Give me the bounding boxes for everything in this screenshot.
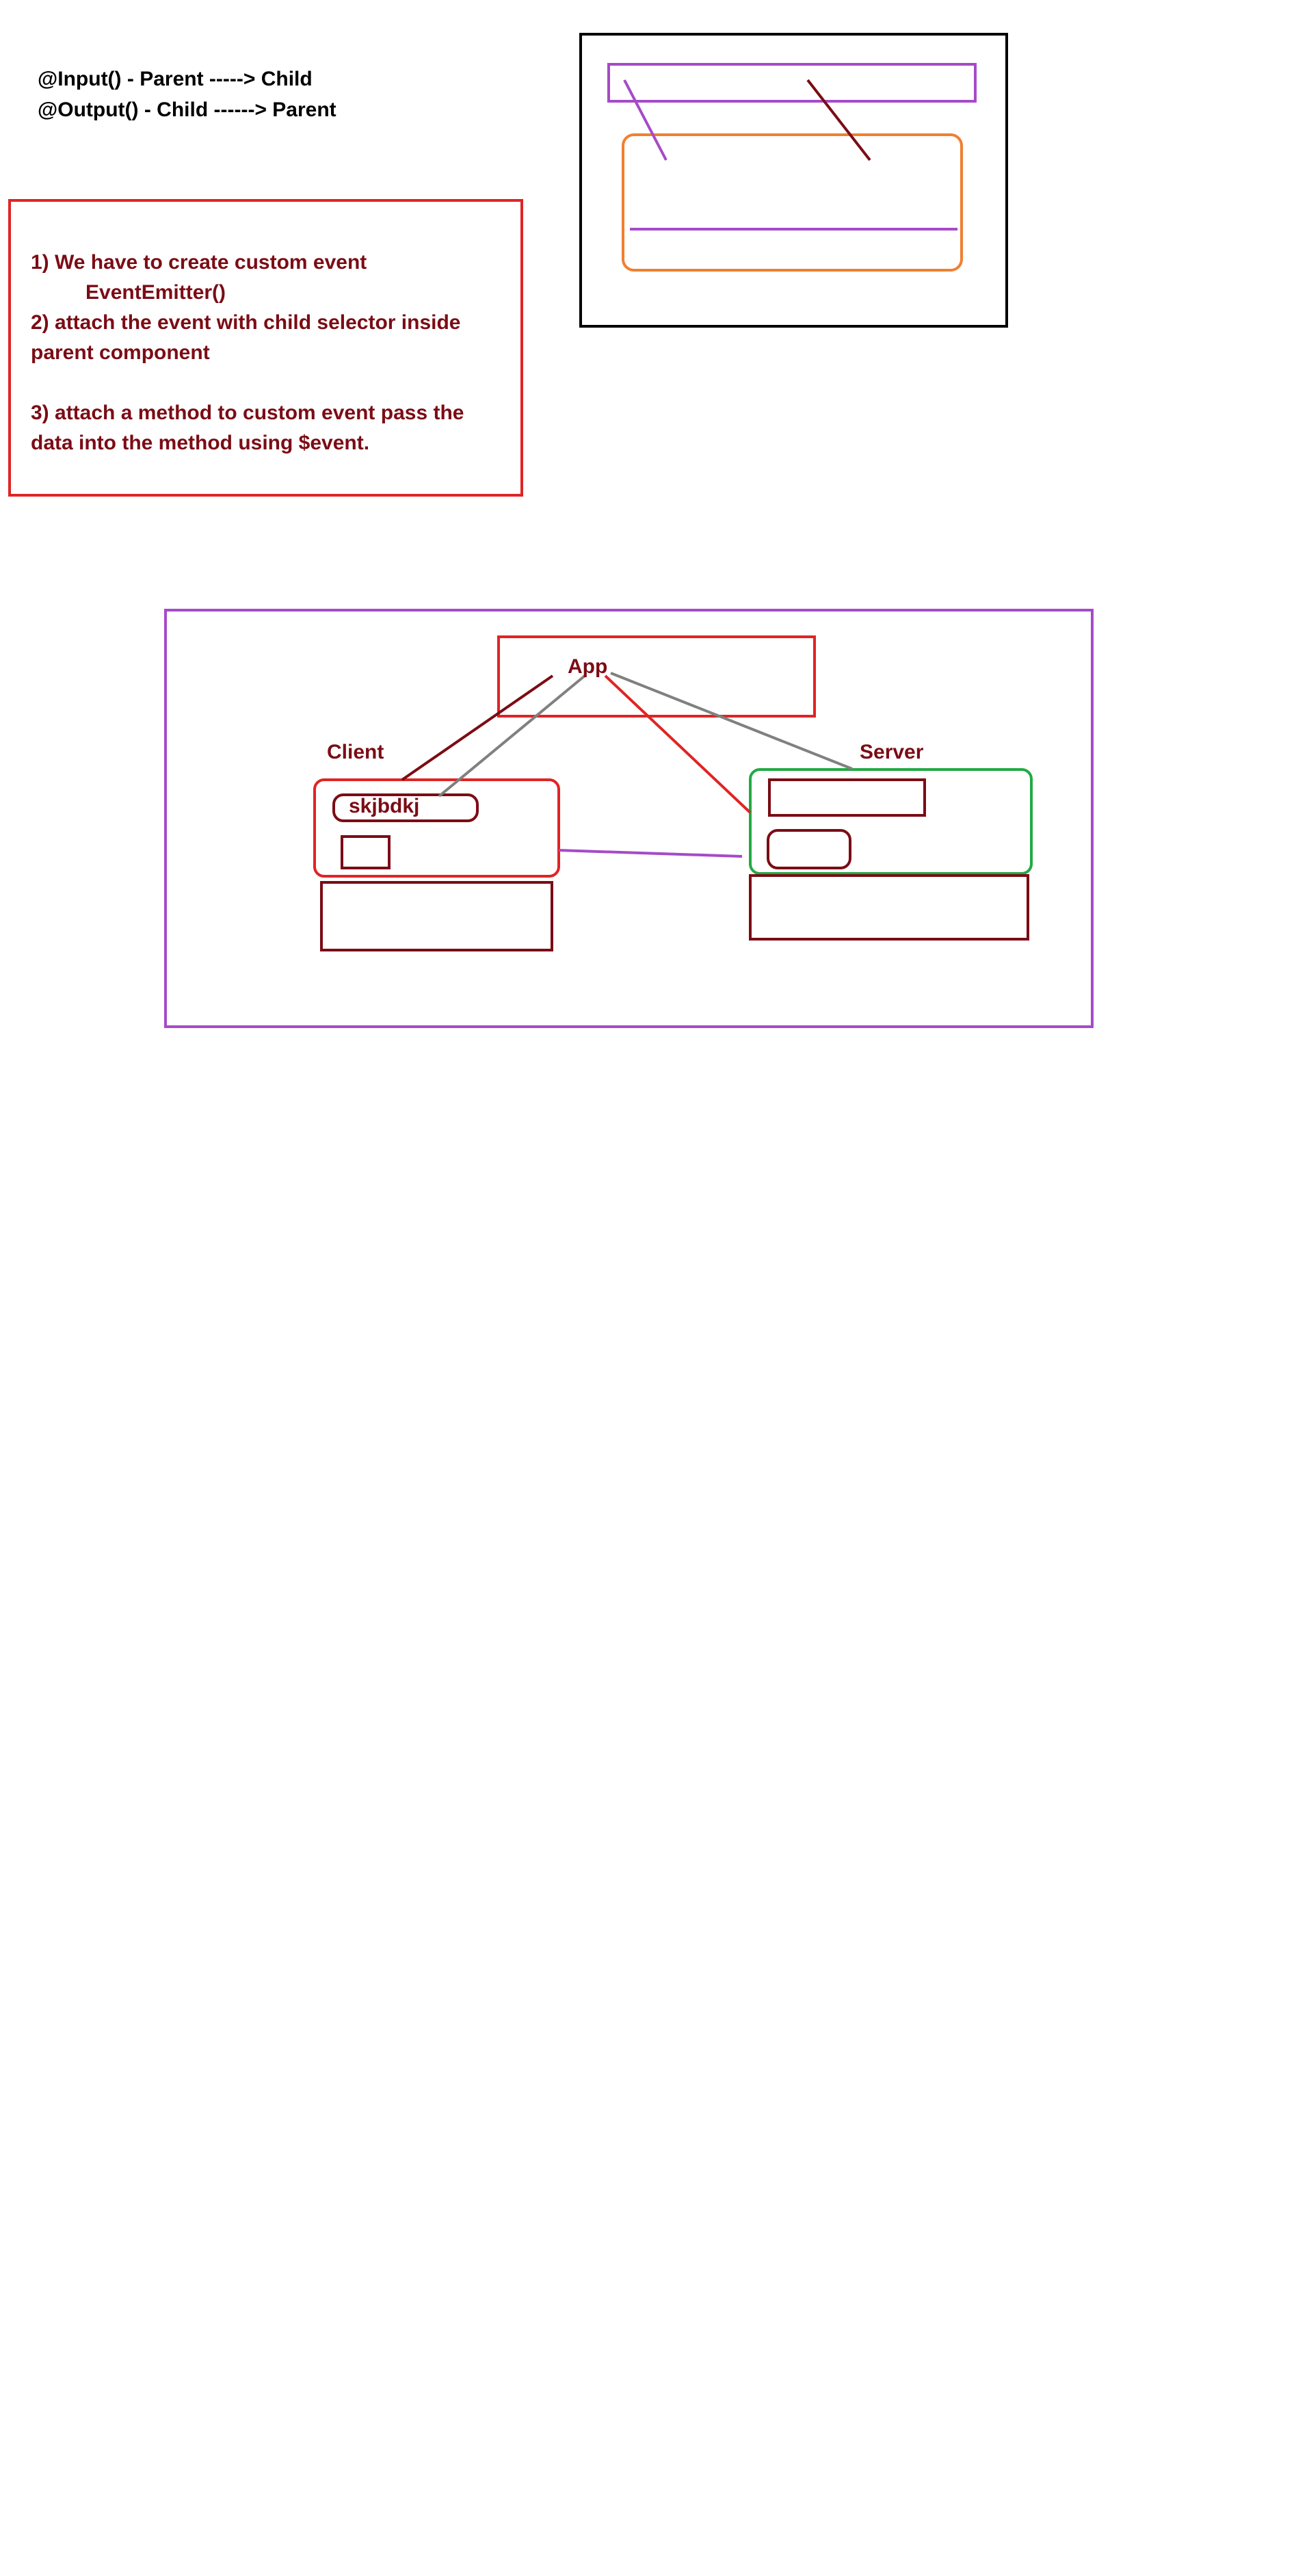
client-lower-box: [320, 881, 553, 951]
diagram-frame: [164, 609, 1094, 1028]
app-to-server-line: [610, 672, 853, 770]
client-input-text: skjbdkj: [349, 795, 420, 817]
app-to-client-input-line: [438, 674, 586, 798]
app-to-client-line: [401, 674, 554, 781]
sketch-content-box: [622, 133, 963, 272]
step-1: 1) We have to create custom event: [31, 251, 367, 274]
client-to-server-line: [558, 849, 743, 858]
server-box: [749, 768, 1033, 875]
server-lower-box: [749, 874, 1029, 941]
sketch-darkred-stroke: [806, 79, 871, 161]
sketch-outer-box: [579, 33, 1008, 328]
io-notes: @Input() - Parent -----> Child @Output()…: [38, 64, 336, 125]
step-2-line-2: parent component: [31, 341, 210, 364]
app-to-server-event-line: [604, 674, 752, 814]
client-button-shape: [341, 835, 391, 869]
sketch-purple-stroke: [623, 79, 667, 161]
server-label: Server: [860, 741, 924, 763]
steps-box: [8, 199, 523, 497]
client-label: Client: [327, 741, 384, 763]
step-1-detail: EventEmitter(): [85, 281, 226, 304]
step-3-line-2: data into the method using $event.: [31, 432, 370, 454]
server-input-shape: [768, 778, 926, 817]
output-note: @Output() - Child ------> Parent: [38, 98, 336, 121]
steps-list: 1) We have to create custom event EventE…: [31, 248, 510, 458]
app-label: App: [568, 655, 608, 678]
input-note: @Input() - Parent -----> Child: [38, 68, 313, 90]
step-3-line-1: 3) attach a method to custom event pass …: [31, 402, 464, 424]
server-button-shape: [767, 829, 851, 869]
client-input-shape: [332, 793, 479, 822]
step-2-line-1: 2) attach the event with child selector …: [31, 311, 461, 334]
app-box: [497, 635, 816, 718]
step-spacer: [31, 368, 510, 398]
client-box: [313, 778, 560, 878]
sketch-header-box: [607, 63, 977, 103]
